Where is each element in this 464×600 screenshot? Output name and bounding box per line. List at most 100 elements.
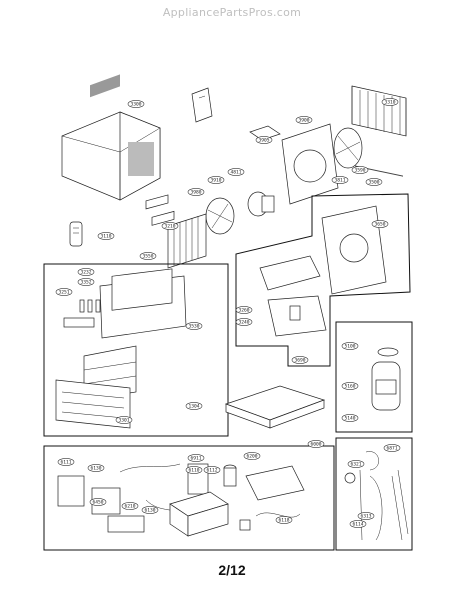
callout-3811: 3811 [331,176,349,184]
callout-label: 6111 [60,460,71,466]
callout-3301: 3301 [115,416,133,424]
callout-label: 3110 [100,234,111,240]
callout-label: 6000 [310,442,321,448]
callout-label: 3301 [118,418,129,424]
callout-label: 5100 [344,344,355,350]
fan-motor-part [247,191,275,217]
callout-6130: 6130 [87,464,105,472]
callout-3210: 3210 [161,222,179,230]
callout-label: 3500 [368,180,379,186]
watermark: AppliancePartsPros.com [162,6,302,19]
callout-label: 6130 [144,508,155,514]
callout-3300: 3300 [127,100,145,108]
callout-3550: 3550 [139,252,157,260]
louver-part [63,317,95,328]
callout-label: 3352 [80,280,91,286]
callout-label: 3550 [142,254,153,260]
callout-label: 6130 [90,466,101,472]
callout-label: 6200 [246,454,257,460]
callout-label: 6871 [386,446,397,452]
callout-3310: 3310 [381,98,399,106]
callout-6000: 6000 [307,440,325,448]
callout-label: 3811 [334,178,345,184]
callout-3590: 3590 [351,166,369,174]
callout-label: 6911 [190,456,201,462]
callout-3530: 3530 [185,322,203,330]
callout-3352: 3352 [77,278,95,286]
callout-label: 3260 [238,308,249,314]
drain-pan-part [259,255,321,291]
callout-label: 3300 [130,102,141,108]
piping-group-box [335,437,413,551]
electrical-box-part [169,491,229,537]
callout-4811: 4811 [227,168,245,176]
page-number: 2/12 [218,562,246,578]
callout-3260: 3260 [235,306,253,314]
callout-label: 3900 [298,118,309,124]
callout-label: 6110 [188,468,199,474]
control-box-part [267,295,327,337]
callout-3910: 3910 [207,176,225,184]
callout-5160: 5160 [341,382,359,390]
compressor-group-box [335,321,413,433]
callout-label: 1304 [188,404,199,410]
callout-3690: 3690 [291,356,309,364]
callout-3650: 3650 [371,220,389,228]
clips-part [79,299,101,313]
callout-6130: 6130 [141,506,159,514]
callout-3900: 3900 [295,116,313,124]
callout-1304: 1304 [185,402,203,410]
base-pan-part [224,385,326,429]
compressor-part [371,347,401,411]
callout-label: 3251 [58,290,69,296]
capacitor-part [223,464,237,487]
callout-label: 3210 [164,224,175,230]
callout-6450: 6450 [89,498,107,506]
callout-6110: 6110 [185,466,203,474]
callout-3110: 3110 [97,232,115,240]
callout-label: 3240 [238,320,249,326]
front-cover-part [55,379,131,429]
callout-label: 3910 [210,178,221,184]
front-panel-group-box [43,263,229,437]
callout-3500: 3500 [365,178,383,186]
callout-3905: 3905 [255,136,273,144]
callout-6114: 6114 [349,520,367,528]
callout-label: 5160 [344,384,355,390]
callout-3251: 3251 [55,288,73,296]
callout-label: 5140 [344,416,355,422]
callout-3980: 3980 [187,188,205,196]
remote-control-part [69,221,83,247]
callout-6313: 6313 [357,512,375,520]
callout-label: 3310 [384,100,395,106]
air-guide-part [321,205,387,295]
callout-6210: 6210 [121,502,139,510]
callout-label: 6450 [92,500,103,506]
display-pcb-part [107,515,145,533]
callout-label: 6210 [124,504,135,510]
pcb-part [57,475,121,515]
callout-6112: 6112 [203,466,221,474]
callout-label: 3905 [258,138,269,144]
condenser-coil-part [351,85,407,177]
callout-label: 4811 [230,170,241,176]
evaporator-coil-part [167,213,207,269]
shroud-part [281,123,339,205]
condenser-fan-part [333,127,363,169]
callout-3240: 3240 [235,318,253,326]
callout-label: 6321 [350,462,361,468]
callout-5140: 5140 [341,414,359,422]
piping-part [344,451,409,541]
callout-label: 3980 [190,190,201,196]
callout-label: 3650 [374,222,385,228]
blower-wheel-part [205,197,235,235]
callout-label: 3232 [80,270,91,276]
electrical-group-box [43,445,335,551]
manual-part [191,87,213,123]
cabinet-part [61,74,161,201]
front-grille-part [99,268,187,339]
callout-label: 3530 [188,324,199,330]
callout-label: 3590 [354,168,365,174]
power-cord-part [239,512,301,531]
